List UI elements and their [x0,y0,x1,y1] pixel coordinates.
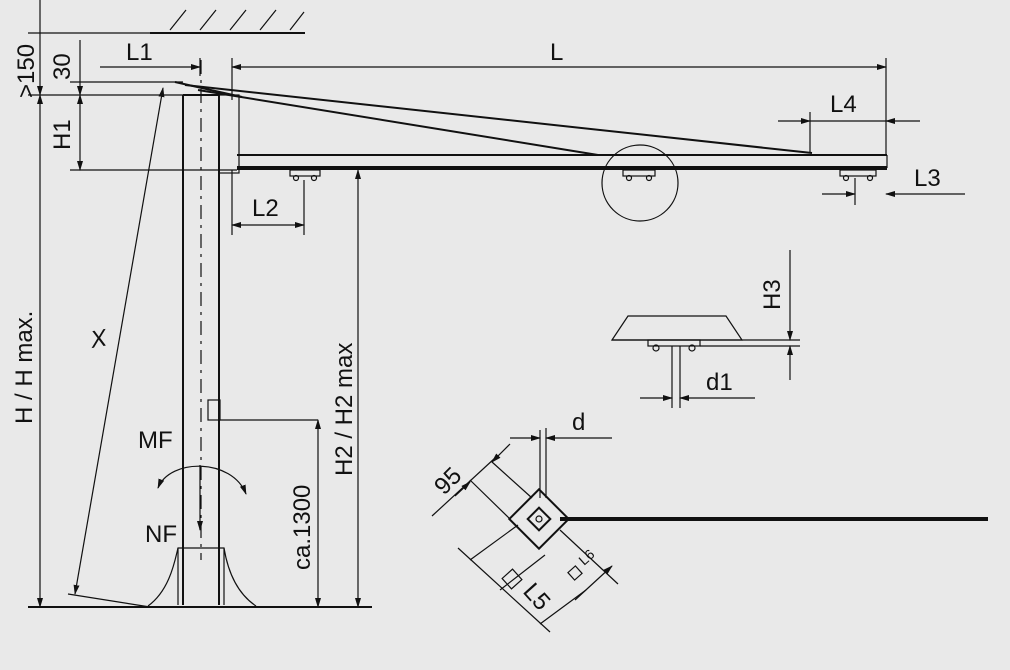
label-h2-h2max: H2 / H2 max [331,343,358,476]
label-l3: L3 [914,165,941,192]
label-h1: H1 [49,119,76,150]
label-95: 95 [429,462,467,500]
label-d: d [572,409,585,436]
jib-arm [174,81,888,222]
label-h-hmax: H / H max. [11,311,38,424]
column [147,60,318,607]
label-l2: L2 [252,195,279,222]
label-l1: L1 [126,39,153,66]
label-mf: MF [138,427,173,454]
label-30: 30 [49,53,76,80]
label-h3: H3 [759,279,786,310]
label-l5: L5 [518,578,556,616]
square-symbol-l5 [501,568,523,590]
label-d1: d1 [706,369,733,396]
label-l: L [550,39,563,66]
dimensions [28,0,965,633]
ceiling-hatch [150,9,305,34]
label-gt150: >150 [13,44,40,98]
label-nf: NF [145,521,177,548]
trolley-detail [610,315,744,352]
label-ca1300: ca.1300 [289,485,316,570]
foot-plate-top-view [507,430,988,551]
label-l6: L6 [575,546,597,568]
square-symbol-l6 [567,565,583,581]
moment-arrows [157,465,247,531]
label-l4: L4 [830,91,857,118]
detail-circle [601,144,679,222]
label-x: X [87,324,109,354]
